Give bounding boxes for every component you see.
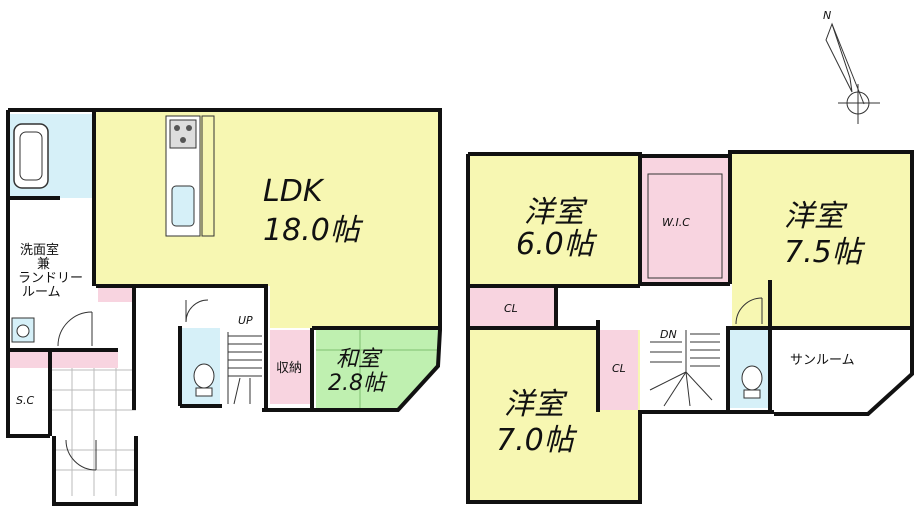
- sunroom-label: サンルーム: [790, 353, 855, 368]
- washroom-line4: ルーム: [22, 285, 61, 300]
- cl-b-label: CL: [612, 362, 626, 375]
- washroom-line2: 兼: [37, 257, 50, 272]
- wic-label: W.I.C: [662, 216, 690, 229]
- room70-name: 洋室: [504, 387, 568, 422]
- cl-a-label: CL: [504, 302, 518, 315]
- room6-name: 洋室: [524, 195, 588, 230]
- washitsu-size: 2.8帖: [328, 371, 388, 396]
- storage: [270, 330, 314, 404]
- compass-icon: [825, 22, 880, 124]
- room-7-5: [732, 154, 910, 326]
- up-label: UP: [238, 314, 253, 327]
- storage-label: 収納: [276, 361, 302, 376]
- washroom-line3: ランドリー: [18, 271, 83, 286]
- stove-icon: [169, 119, 197, 149]
- ldk-pink-notch: [98, 286, 136, 302]
- bathtub-icon: [13, 123, 49, 189]
- room75-name: 洋室: [784, 199, 848, 234]
- toilet-icon: [193, 363, 215, 389]
- room75-size: 7.5帖: [784, 235, 866, 270]
- sunroom: [774, 330, 908, 412]
- ldk-size: 18.0帖: [263, 213, 364, 248]
- toilet-icon-2: [741, 365, 763, 391]
- cl-a: [470, 288, 554, 326]
- dn-label: DN: [660, 328, 677, 341]
- staircase-2: [642, 330, 726, 410]
- kitchen-sink-icon: [171, 185, 195, 227]
- ldk-name: LDK: [263, 174, 325, 209]
- cl-b: [600, 330, 638, 410]
- staircase-1: [222, 328, 264, 406]
- washitsu-name: 和室: [336, 347, 383, 372]
- washroom-line1: 洗面室: [20, 242, 59, 258]
- room-6: [470, 156, 638, 284]
- entrance-pink-block: [10, 352, 48, 368]
- sc-label: S.C: [16, 394, 34, 407]
- room6-size: 6.0帖: [516, 227, 598, 262]
- compass-label: N: [823, 9, 831, 22]
- kitchen-back-counter: [201, 115, 215, 237]
- room70-size: 7.0帖: [496, 423, 578, 458]
- entrance-pink-strip: [52, 352, 118, 368]
